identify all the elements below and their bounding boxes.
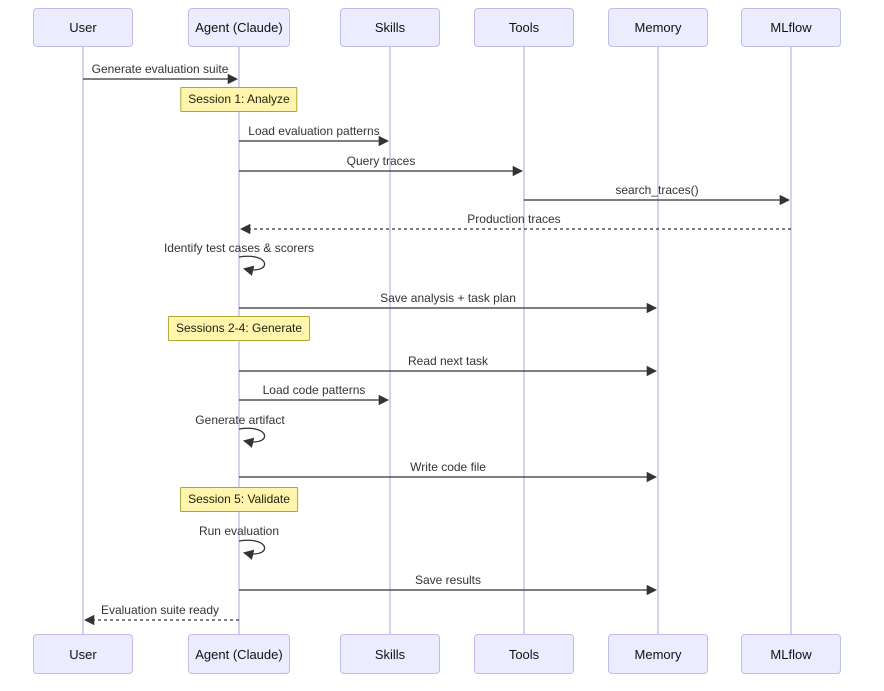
message-label: Write code file (410, 460, 486, 474)
participant-label: MLflow (770, 646, 812, 662)
participant-label: Agent (Claude) (195, 20, 283, 35)
participant-tools-top: Tools (474, 8, 574, 47)
participant-mlflow-top: MLflow (741, 8, 841, 47)
participant-label: Tools (508, 646, 540, 662)
participant-memory-bottom: Memory (608, 634, 708, 674)
participant-agent-bottom: Agent (Claude) (188, 634, 290, 674)
arrow-run-evaluation-self-loop (238, 539, 266, 560)
participant-label: Memory (634, 646, 682, 662)
note-sessions-2-4-generate: Sessions 2-4: Generate (167, 316, 311, 341)
participant-agent-top: Agent (Claude) (188, 8, 290, 47)
participant-label: Tools (508, 20, 540, 35)
message-label: Generate evaluation suite (91, 62, 229, 76)
participant-skills-bottom: Skills (340, 634, 440, 674)
message-label: search_traces() (615, 183, 699, 197)
participant-label: User (69, 646, 97, 662)
participant-label: Memory (634, 20, 682, 35)
message-label: Evaluation suite ready (100, 603, 220, 617)
participant-tools-bottom: Tools (474, 634, 574, 674)
participant-user-top: User (33, 8, 133, 47)
participant-label: Skills (374, 20, 406, 35)
message-label: Load code patterns (262, 383, 366, 397)
participant-label: Skills (374, 646, 406, 662)
message-label: Production traces (467, 212, 561, 226)
message-label: Read next task (407, 354, 489, 368)
note-session-5-validate: Session 5: Validate (180, 487, 298, 512)
message-label: Run evaluation (198, 524, 280, 538)
participant-skills-top: Skills (340, 8, 440, 47)
arrow-generate-artifact-self-loop (238, 427, 266, 448)
message-label: Save results (414, 573, 482, 587)
arrow-identify-test-cases-self-loop (238, 255, 266, 276)
participant-label: User (69, 20, 97, 35)
participant-mlflow-bottom: MLflow (741, 634, 841, 674)
message-label: Query traces (346, 154, 416, 168)
participant-label: MLflow (770, 20, 812, 35)
note-session-1-analyze: Session 1: Analyze (180, 87, 298, 112)
participant-memory-top: Memory (608, 8, 708, 47)
message-label: Generate artifact (195, 413, 285, 427)
message-label: Identify test cases & scorers (163, 241, 315, 255)
message-label: Load evaluation patterns (248, 124, 380, 138)
participant-label: Agent (Claude) (195, 646, 283, 662)
message-label: Save analysis + task plan (380, 291, 516, 305)
participant-user-bottom: User (33, 634, 133, 674)
